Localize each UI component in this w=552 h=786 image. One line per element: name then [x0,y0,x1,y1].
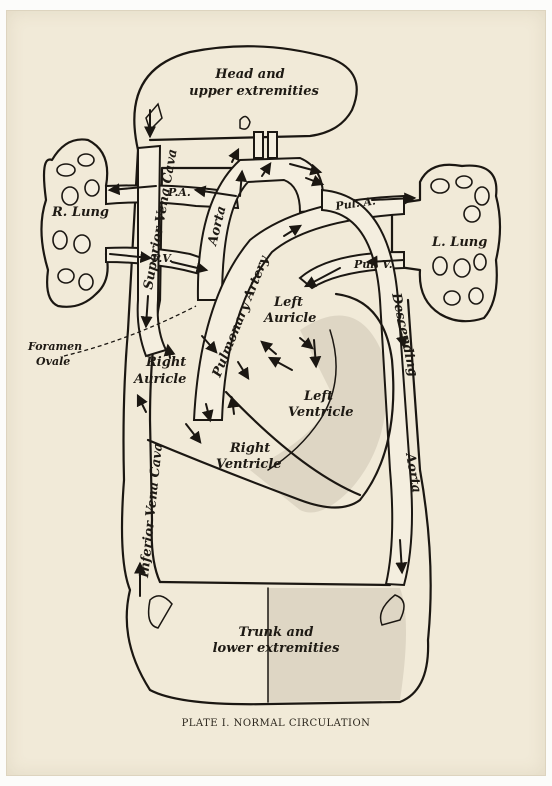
label-right-auricle-1: Right [145,355,186,370]
label-right-ventricle-1: Right [229,441,270,456]
label-left-auricle-2: Auricle [262,311,316,326]
label-ovale: Ovale [36,355,70,368]
label-r-lung: R. Lung [51,205,109,220]
plate-caption: PLATE I. NORMAL CIRCULATION [0,718,552,729]
head-branch-loop [240,116,250,129]
label-lower-extremities: lower extremities [213,641,341,656]
head-chamber [146,104,162,130]
head-branch-1 [254,132,263,158]
label-right-auricle-2: Auricle [132,372,186,387]
right-lung [41,139,140,306]
label-trunk: Trunk and [239,625,314,640]
label-head: Head and [214,67,285,82]
label-foramen: Foramen [27,340,82,353]
head-branch-2 [268,132,277,158]
label-l-lung: L. Lung [431,235,487,250]
trunk-chamber [149,596,172,628]
label-right-ventricle-2: Ventricle [216,457,282,472]
label-left-auricle-1: Left [273,295,303,310]
label-upper-extremities: upper extremities [189,84,319,99]
label-pul-v: Pul. V. [353,258,393,271]
label-left-ventricle-1: Left [303,389,333,404]
label-left-ventricle-2: Ventricle [288,405,354,420]
label-inferior-vena-cava: Inferior Vena Cava [137,442,166,579]
